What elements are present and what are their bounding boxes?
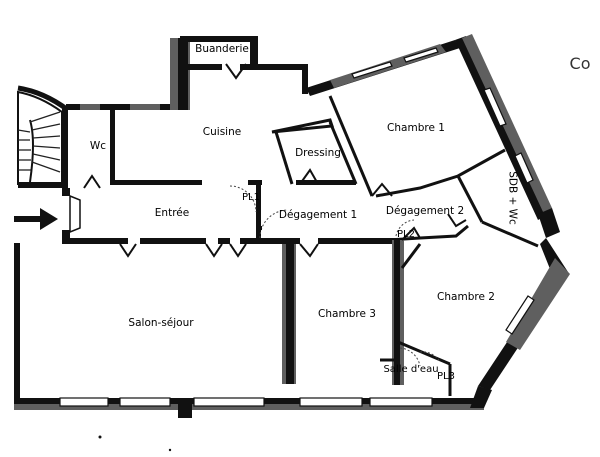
room-label-salon-sejour: Salon-séjour — [128, 316, 194, 329]
corner-mark: Co — [569, 54, 591, 73]
room-label-sdb-wc: SDB + Wc — [506, 171, 519, 225]
room-label-wc: Wc — [89, 139, 107, 152]
room-label-cuisine: Cuisine — [202, 125, 242, 138]
room-label-degagement-2: Dégagement 2 — [385, 204, 465, 217]
room-label-salle-eau: Salle d'eau — [383, 364, 439, 375]
room-label-pl3: PL3 — [437, 371, 455, 382]
room-label-chambre-2: Chambre 2 — [437, 290, 495, 303]
room-label-buanderie: Buanderie — [195, 42, 249, 55]
room-label-dressing: Dressing — [295, 146, 341, 159]
entrance-arrow-icon — [14, 208, 58, 230]
room-label-pl2: PL2 — [397, 229, 415, 240]
room-label-chambre-1: Chambre 1 — [387, 121, 445, 134]
room-label-entree: Entrée — [154, 206, 190, 219]
room-label-chambre-3: Chambre 3 — [318, 307, 376, 320]
room-label-pl1: PL1 — [242, 192, 260, 203]
stairs-icon — [17, 85, 70, 185]
room-label-degagement-1: Dégagement 1 — [278, 208, 358, 221]
